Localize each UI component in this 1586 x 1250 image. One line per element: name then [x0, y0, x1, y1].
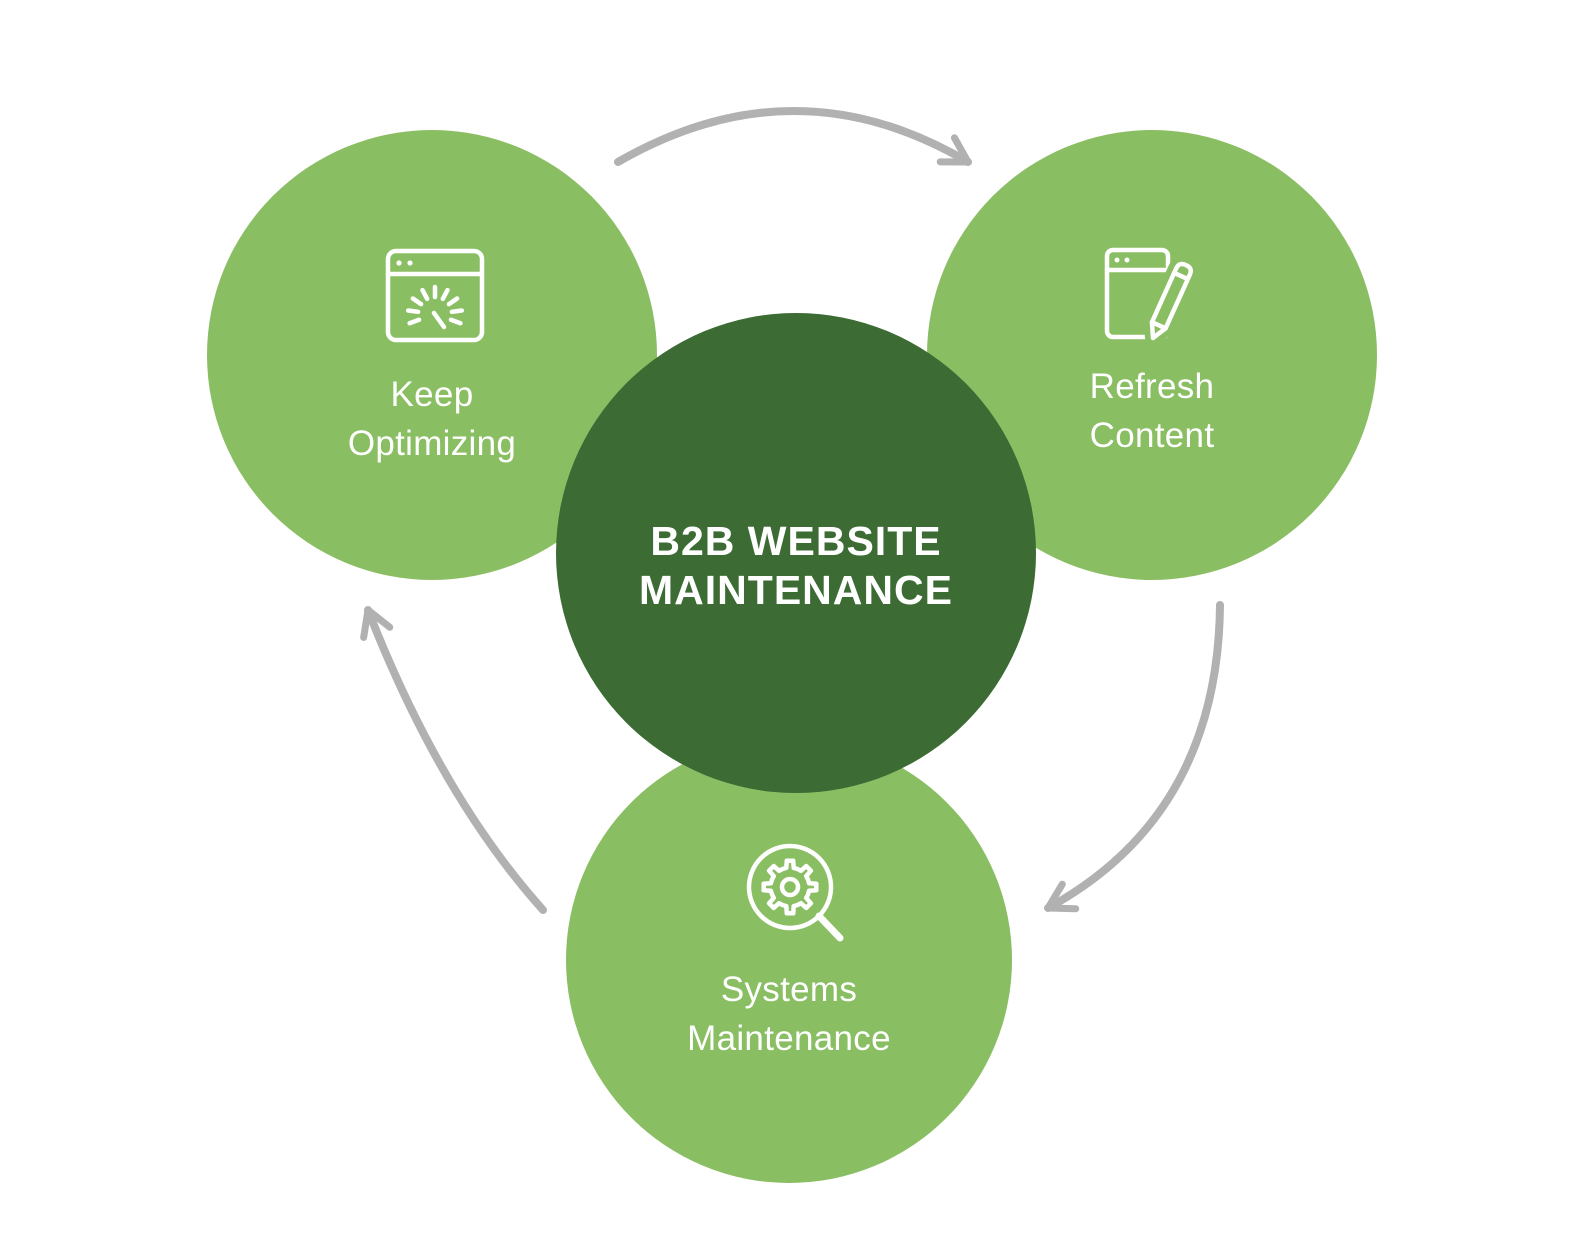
node-label-keep-optimizing: Keep Optimizing: [207, 370, 657, 468]
title-line: MAINTENANCE: [639, 567, 953, 613]
node-center-title: B2B WEBSITE MAINTENANCE: [556, 313, 1036, 793]
label-line: Systems: [720, 970, 858, 1009]
diagram-title: B2B WEBSITE MAINTENANCE: [556, 517, 1036, 615]
browser-pencil-icon: [1104, 247, 1199, 346]
label-line: Refresh: [1089, 367, 1215, 406]
label-line: Optimizing: [347, 424, 517, 463]
gear-magnifier-icon: [746, 843, 844, 942]
arrow-top-icon: [614, 107, 972, 166]
speedometer-browser-icon: [385, 248, 485, 343]
arrow-right-icon: [1044, 601, 1224, 913]
node-label-refresh-content: Refresh Content: [927, 362, 1377, 460]
arrow-left-icon: [360, 606, 547, 914]
node-systems-maintenance: Systems Maintenance: [566, 737, 1012, 1183]
label-line: Keep: [390, 375, 474, 414]
node-label-systems-maintenance: Systems Maintenance: [566, 965, 1012, 1063]
label-line: Maintenance: [687, 1019, 891, 1058]
label-line: Content: [1089, 416, 1215, 455]
title-line: B2B WEBSITE: [650, 518, 942, 564]
